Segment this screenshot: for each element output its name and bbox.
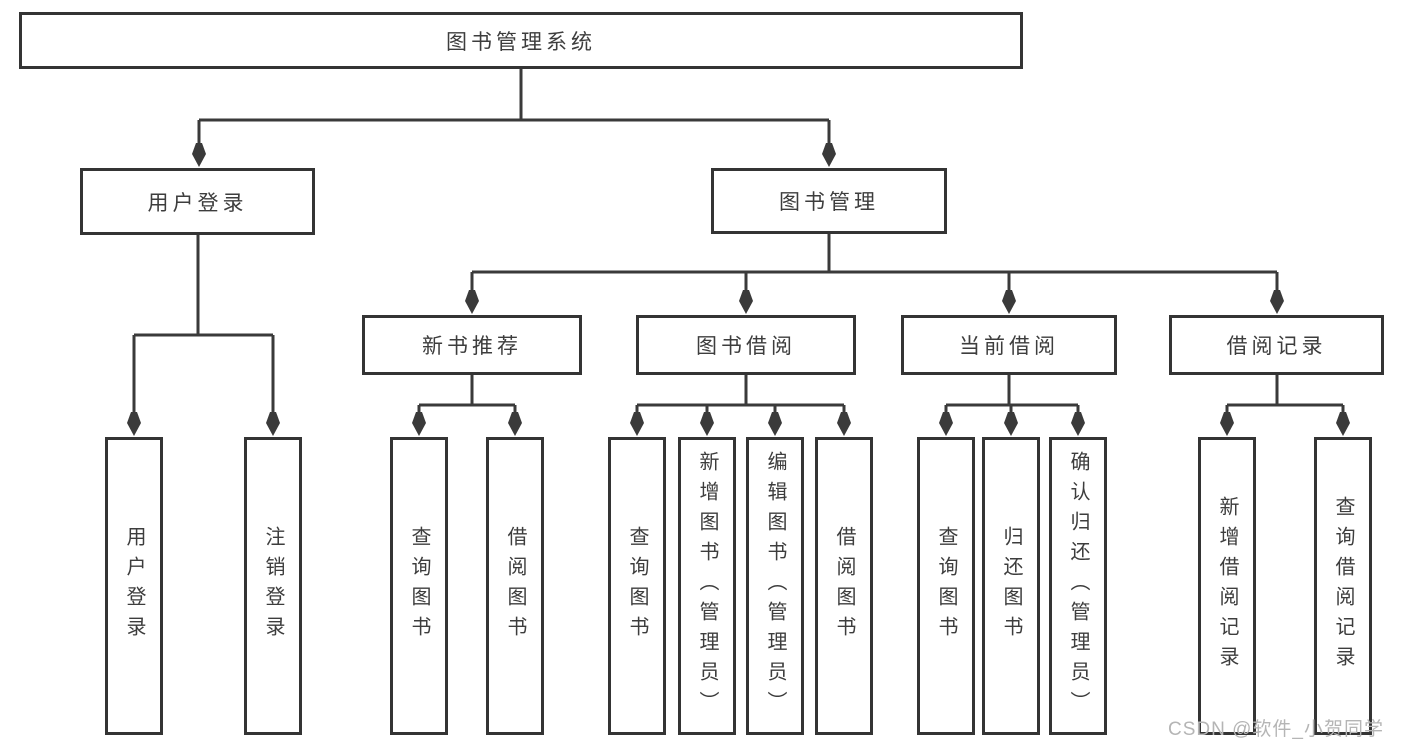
node-user-login: 用户登录 [80, 168, 315, 235]
leaf-borrow-books-recommend-label: 借阅图书 [504, 526, 526, 646]
leaf-edit-books-admin: 编辑图书（管理员） [746, 437, 804, 735]
leaf-borrow-books-recommend: 借阅图书 [486, 437, 544, 735]
node-library-system: 图书管理系统 [19, 12, 1023, 69]
node-user-login-label: 用户登录 [147, 191, 248, 215]
arrowhead [127, 412, 141, 436]
leaf-add-borrow-record: 新增借阅记录 [1198, 437, 1256, 735]
leaf-user-login-label: 用户登录 [123, 526, 145, 646]
node-current-borrowing: 当前借阅 [901, 315, 1117, 375]
node-borrowing-records-label: 借阅记录 [1226, 335, 1327, 358]
node-book-management: 图书管理 [711, 168, 947, 234]
leaf-query-books-current: 查询图书 [917, 437, 975, 735]
leaf-query-books-borrowing-label: 查询图书 [626, 526, 648, 646]
arrowhead [739, 290, 753, 314]
leaf-borrow-books-borrowing: 借阅图书 [815, 437, 873, 735]
node-book-management-label: 图书管理 [779, 191, 879, 214]
arrowhead [837, 412, 851, 436]
arrowhead [508, 412, 522, 436]
arrowhead [266, 412, 280, 436]
node-library-system-label: 图书管理系统 [446, 30, 596, 54]
leaf-query-books-recommend: 查询图书 [390, 437, 448, 735]
arrowhead [1071, 412, 1085, 436]
leaf-return-books-label: 归还图书 [1000, 526, 1022, 646]
leaf-add-books-admin-label: 新增图书（管理员） [696, 451, 718, 721]
arrowheads [127, 143, 1350, 436]
leaf-query-borrow-record: 查询借阅记录 [1314, 437, 1372, 735]
leaf-logout-label: 注销登录 [262, 526, 284, 646]
node-borrowing-records: 借阅记录 [1169, 315, 1384, 375]
node-current-borrowing-label: 当前借阅 [959, 335, 1059, 358]
arrowhead [1336, 412, 1350, 436]
csdn-watermark: CSDN @软件_小贺同学 [1168, 719, 1384, 740]
arrowhead [192, 143, 206, 167]
leaf-confirm-return-admin-label: 确认归还（管理员） [1067, 451, 1089, 721]
leaf-query-books-recommend-label: 查询图书 [408, 526, 430, 646]
leaf-return-books: 归还图书 [982, 437, 1040, 735]
node-new-book-recommend: 新书推荐 [362, 315, 582, 375]
arrowhead [1270, 290, 1284, 314]
leaf-query-borrow-record-label: 查询借阅记录 [1332, 496, 1354, 676]
arrowhead [630, 412, 644, 436]
leaf-query-books-current-label: 查询图书 [935, 526, 957, 646]
leaf-confirm-return-admin: 确认归还（管理员） [1049, 437, 1107, 735]
arrowhead [700, 412, 714, 436]
node-new-book-recommend-label: 新书推荐 [422, 335, 522, 358]
node-book-borrowing-label: 图书借阅 [696, 335, 796, 358]
arrowhead [768, 412, 782, 436]
leaf-query-books-borrowing: 查询图书 [608, 437, 666, 735]
arrowhead [465, 290, 479, 314]
leaf-add-borrow-record-label: 新增借阅记录 [1216, 496, 1238, 676]
leaf-add-books-admin: 新增图书（管理员） [678, 437, 736, 735]
arrowhead [939, 412, 953, 436]
leaf-user-login: 用户登录 [105, 437, 163, 735]
arrowhead [1220, 412, 1234, 436]
arrowhead [1004, 412, 1018, 436]
arrowhead [1002, 290, 1016, 314]
leaf-borrow-books-borrowing-label: 借阅图书 [833, 526, 855, 646]
leaf-logout: 注销登录 [244, 437, 302, 735]
leaf-edit-books-admin-label: 编辑图书（管理员） [764, 451, 786, 721]
arrowhead [822, 143, 836, 167]
node-book-borrowing: 图书借阅 [636, 315, 856, 375]
arrowhead [412, 412, 426, 436]
